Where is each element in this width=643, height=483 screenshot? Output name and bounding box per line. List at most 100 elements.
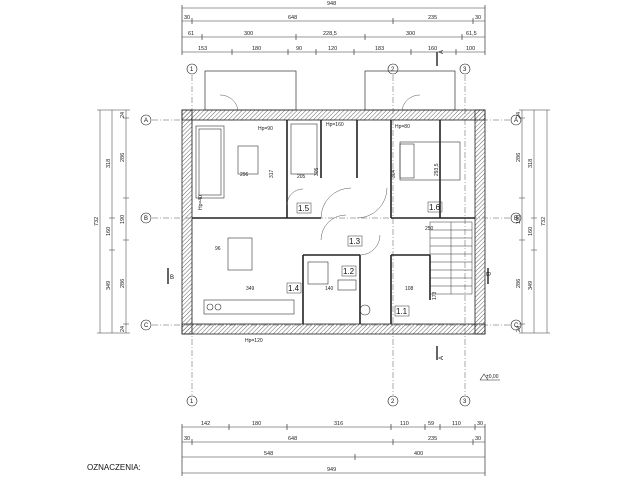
room-dim-7: 349 (246, 286, 255, 292)
room-dim-8: 108 (405, 286, 414, 292)
room-dim-2: 305 (314, 167, 320, 176)
axis-2-bottom: 2 (391, 399, 395, 405)
left-dimension-chains (97, 109, 130, 334)
room-dim-10: 173 (432, 291, 438, 300)
axis-3-bottom: 3 (463, 399, 467, 405)
legend-label: OZNACZENIA: (87, 463, 141, 472)
dim-left-inner-3: 286 (120, 279, 126, 288)
dim-top-row4-0: 153 (198, 46, 207, 52)
dim-top-row2-2: 235 (428, 15, 437, 21)
section-b-left: B (170, 275, 174, 281)
dim-top-row4-1: 180 (252, 46, 261, 52)
dim-top-row3-2: 228,5 (323, 31, 337, 37)
room-1-5: 1.5 (298, 204, 310, 213)
room-dim-1: 317 (269, 169, 275, 178)
dim-right-inner-2: 190 (516, 215, 522, 224)
section-a-bottom: A (439, 356, 445, 360)
room-dim-6: 140 (325, 286, 334, 292)
axis-c-right: C (514, 323, 519, 329)
annotation-hp-120: Hp=120 (245, 338, 263, 344)
elevation-value: ±0,00 (486, 374, 499, 380)
dim-top-row4-4: 183 (375, 46, 384, 52)
room-1-3: 1.3 (349, 237, 361, 246)
room-dimensions: 296 317 305 304 293,5 250 140 349 108 96… (215, 163, 440, 300)
section-b-right: B (484, 272, 490, 276)
room-1-1: 1.1 (396, 307, 408, 316)
dim-bottom-row2-1: 648 (288, 436, 297, 442)
annotations: Hp=90 Hp=160 Hp=80 Hp=120 Hp=40 (198, 122, 410, 344)
washbasin-icon (337, 279, 357, 291)
axis-1-bottom: 1 (190, 399, 194, 405)
dim-top-row3-4: 61,5 (466, 31, 477, 37)
annotation-hp-80: Hp=80 (395, 124, 410, 130)
dim-right-inner-3: 286 (516, 279, 522, 288)
bottom-dimension-chains (181, 424, 486, 476)
dim-bottom-row3-1: 400 (414, 451, 423, 457)
room-1-6: 1.6 (429, 203, 441, 212)
bed-icon (399, 141, 461, 181)
annotation-hp-40: Hp=40 (198, 195, 204, 210)
dim-left-inner-4: 24 (120, 326, 126, 332)
dim-top-row3-0: 61 (188, 31, 194, 37)
dim-right-outer-1: 318 (528, 159, 534, 168)
dim-right-outer-0: 732 (541, 217, 547, 226)
dim-right-inner-1: 286 (516, 153, 522, 162)
dim-right-outer-2: 160 (528, 227, 534, 236)
dim-bottom-row1-1: 180 (252, 421, 261, 427)
stairs (429, 221, 473, 295)
left-dims-text: 732 318 160 349 24 286 190 286 24 (94, 112, 126, 332)
dim-bottom-row1-2: 316 (334, 421, 343, 427)
dim-top-overall: 948 (327, 1, 336, 7)
top-dimension-chains (181, 5, 486, 55)
exterior-walls (181, 109, 486, 335)
shower-icon (307, 261, 329, 285)
axis-markers (140, 63, 522, 407)
dim-bottom-overall: 949 (327, 467, 336, 473)
axis-c-left: C (144, 323, 149, 329)
dim-left-outer-2: 160 (106, 227, 112, 236)
dim-top-row4-2: 90 (296, 46, 302, 52)
dim-bottom-row1-0: 142 (201, 421, 210, 427)
elevation-marker (479, 373, 500, 381)
room-dim-4: 293,5 (434, 163, 440, 176)
annotation-hp-160: Hp=160 (326, 122, 344, 128)
axis-b-left: B (144, 216, 148, 222)
axis-b-right: B (514, 216, 518, 222)
dim-top-row2-0: 30 (184, 15, 190, 21)
dim-top-row2-1: 648 (288, 15, 297, 21)
dim-top-row4-6: 100 (466, 46, 475, 52)
furniture (195, 123, 461, 316)
dim-top-row2-3: 30 (475, 15, 481, 21)
dim-right-outer-3: 349 (528, 281, 534, 290)
dim-right-inner-4: 24 (516, 326, 522, 332)
dim-right-inner-0: 24 (516, 112, 522, 118)
section-markers (167, 52, 489, 360)
toilet-icon (359, 304, 371, 316)
dim-left-outer-3: 349 (106, 281, 112, 290)
annotation-hp-90: Hp=90 (258, 126, 273, 132)
room-dim-5: 250 (425, 226, 434, 232)
sofa-icon (195, 125, 225, 199)
dim-bottom-row1-5: 110 (452, 421, 461, 427)
dim-top-row4-3: 120 (328, 46, 337, 52)
dim-left-inner-0: 24 (120, 112, 126, 118)
interior-walls (192, 120, 475, 324)
axis-a-right: A (514, 118, 518, 124)
dim-bottom-row2-2: 235 (428, 436, 437, 442)
hob-icon (206, 303, 214, 311)
dim-bottom-row3-0: 548 (264, 451, 273, 457)
dim-bottom-row2-3: 30 (475, 436, 481, 442)
door-swings (219, 94, 421, 256)
room-dim-0: 296 (240, 172, 249, 178)
dim-top-row3-3: 300 (406, 31, 415, 37)
dim-bottom-row1-4: 59 (428, 421, 434, 427)
dim-left-inner-2: 190 (120, 215, 126, 224)
room-dim-3: 304 (391, 169, 397, 178)
room-dim-11: 205 (297, 174, 306, 180)
axis-a-left: A (144, 118, 148, 124)
right-dims-text: 24 286 190 286 24 318 160 349 732 (516, 112, 547, 332)
terraces (204, 70, 456, 111)
dim-left-outer-1: 318 (106, 159, 112, 168)
dim-bottom-row1-6: 30 (477, 421, 483, 427)
